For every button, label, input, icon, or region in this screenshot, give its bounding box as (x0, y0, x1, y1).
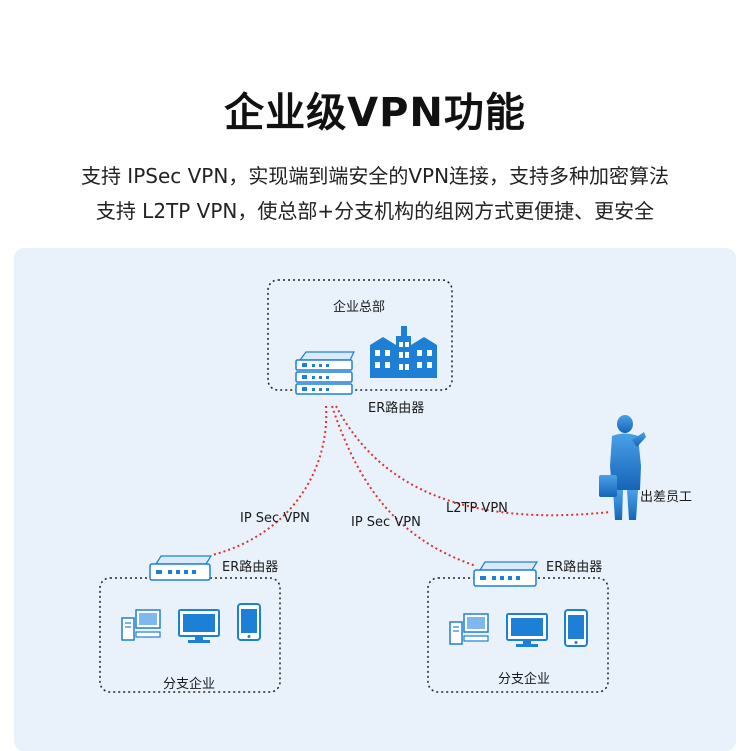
desktop-pc-icon (449, 613, 489, 645)
l2tp-link (335, 405, 611, 517)
hq-label: 企业总部 (333, 300, 386, 315)
l2tp-label: L2TP VPN (446, 501, 508, 516)
traveler-label: 出差员工 (640, 490, 693, 505)
branch-left-label: 分支企业 (163, 677, 216, 692)
branch-right-router-icon (473, 561, 539, 587)
phone-icon (237, 603, 261, 641)
page-title: 企业级VPN功能 (224, 90, 526, 136)
monitor-icon (506, 613, 548, 647)
business-person-icon (599, 415, 646, 520)
vpn-links (211, 405, 611, 567)
subtitle-ipsec: 支持 IPSec VPN，实现端到端安全的VPN连接，支持多种加密算法 (80, 164, 670, 188)
ipsec-link-left (211, 405, 328, 556)
hq-router-label: ER路由器 (368, 401, 425, 416)
branch-right-router-label: ER路由器 (546, 560, 603, 575)
building-icon (370, 326, 437, 378)
subtitle-l2tp: 支持 L2TP VPN，使总部+分支机构的组网方式更便捷、更安全 (95, 199, 655, 223)
branch-left-router-icon (149, 555, 213, 581)
hq-router-icon (295, 351, 355, 395)
ipsec-link-right (331, 405, 477, 567)
phone-icon (564, 609, 588, 647)
branch-left-router-label: ER路由器 (222, 560, 279, 575)
ipsec-right-label: IP Sec VPN (351, 515, 421, 530)
desktop-pc-icon (121, 609, 161, 641)
branch-right-label: 分支企业 (498, 672, 551, 687)
hq-box (267, 279, 453, 391)
ipsec-left-label: IP Sec VPN (240, 511, 310, 526)
monitor-icon (178, 609, 220, 643)
